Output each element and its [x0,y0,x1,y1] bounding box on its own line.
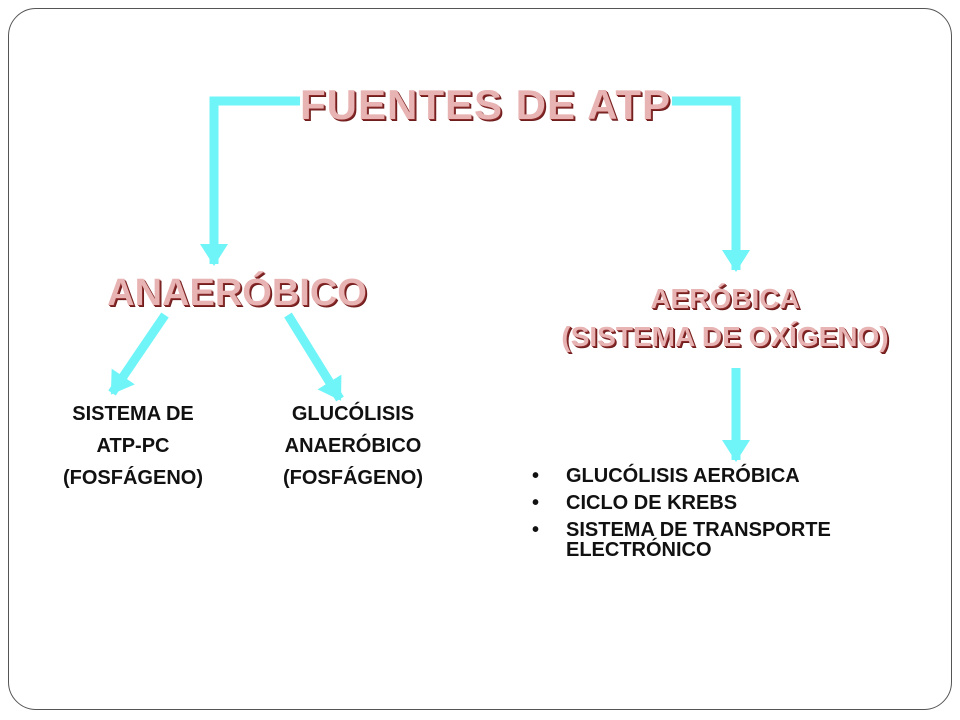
diagram-title: FUENTES DE ATP [300,81,672,128]
list-item: • GLUCÓLISIS AERÓBICA [530,466,940,486]
atp-pc-line: (FOSFÁGENO) [63,467,203,489]
list-item-label: CICLO DE KREBS [566,492,738,514]
bullet-icon: • [532,465,540,487]
list-item: • CICLO DE KREBS [530,493,940,513]
arrow-anaerobic-to-glycolysis [284,312,344,402]
glycolysis-line: (FOSFÁGENO) [283,467,423,489]
aerobic-heading-line: AERÓBICA [650,283,800,314]
glycolysis-line: GLUCÓLISIS [291,403,415,425]
list-item-label: SISTEMA DE TRANSPORTE ELECTRÓNICO [566,519,831,561]
aerobic-heading: AERÓBICA (SISTEMA DE OXÍGENO) [520,280,930,356]
list-item: • SISTEMA DE TRANSPORTE ELECTRÓNICO [530,520,940,560]
arrow-title-to-anaerobic [200,96,300,266]
anaerobic-heading: ANAERÓBICO [107,272,367,314]
atp-pc-line: ATP-PC [96,435,170,457]
arrow-anaerobic-to-atp-pc [108,312,169,396]
anaerobic-glycolysis-label: GLUCÓLISIS ANAERÓBICO (FOSFÁGENO) [250,398,456,494]
aerobic-heading-line: (SISTEMA DE OXÍGENO) [561,321,889,352]
atp-pc-system-label: SISTEMA DE ATP-PC (FOSFÁGENO) [28,398,238,494]
bullet-icon: • [532,492,540,514]
arrow-title-to-aerobic [672,96,750,272]
glycolysis-line: ANAERÓBICO [284,435,422,457]
list-item-label: GLUCÓLISIS AERÓBICA [566,465,800,487]
aerobic-process-list: • GLUCÓLISIS AERÓBICA • CICLO DE KREBS •… [530,466,940,567]
bullet-icon: • [532,519,540,541]
atp-pc-line: SISTEMA DE [72,403,194,425]
